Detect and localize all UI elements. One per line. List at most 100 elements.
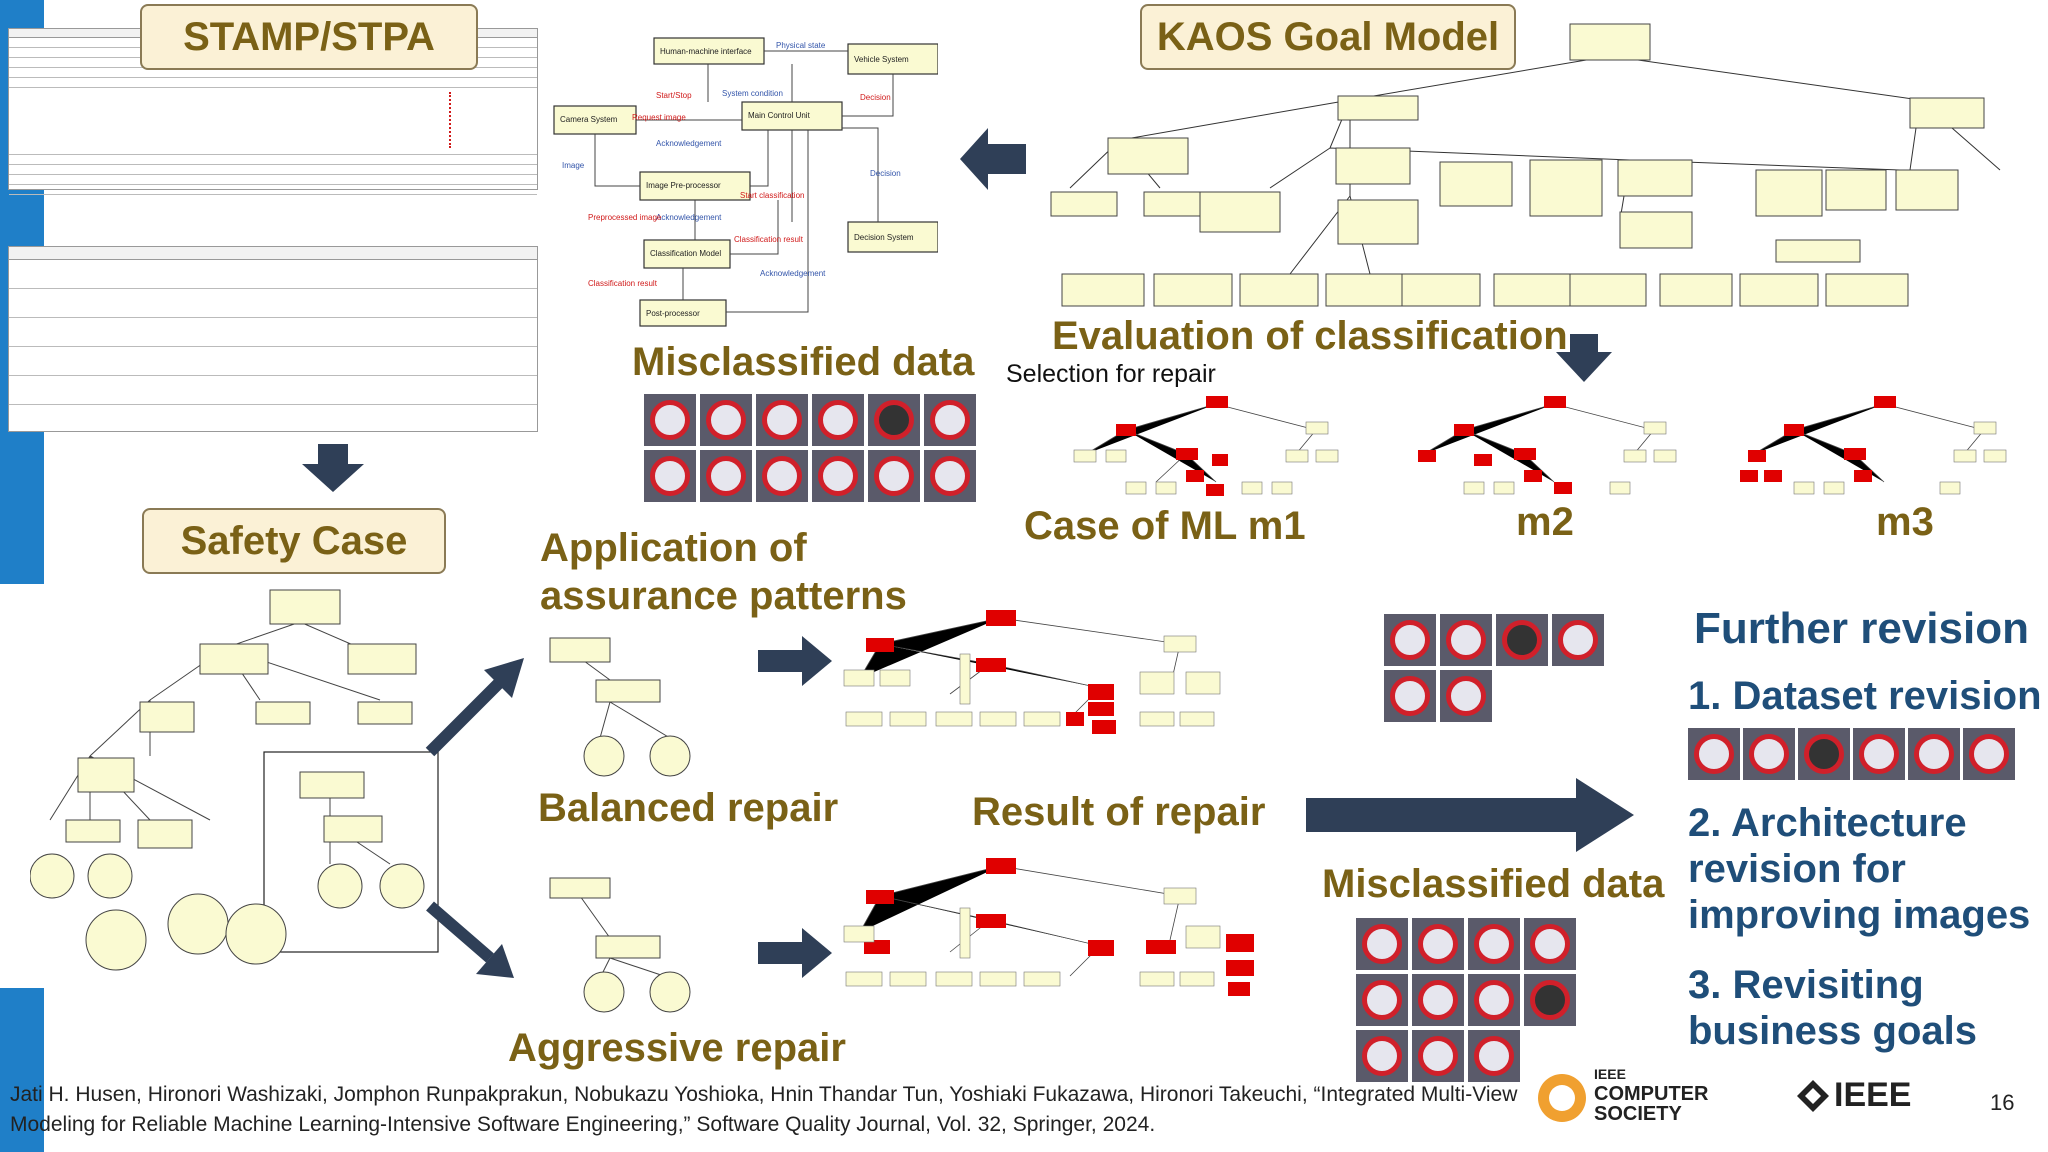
sign-image — [1468, 974, 1520, 1026]
misclassified-mid-images — [1384, 614, 1614, 722]
further-revision-title: Further revision — [1694, 604, 2029, 653]
svg-text:Human-machine interface: Human-machine interface — [660, 47, 752, 56]
computer-society-emblem-icon — [1538, 1074, 1586, 1122]
arrow-up-right-icon — [425, 658, 524, 757]
sign-image — [1552, 614, 1604, 666]
svg-text:Camera System: Camera System — [560, 115, 618, 124]
balanced-pattern-diagram — [549, 637, 691, 777]
sign-image — [1356, 1030, 1408, 1082]
arrow-down-right-icon — [426, 901, 514, 978]
sign-image — [1468, 918, 1520, 970]
sign-image — [1412, 918, 1464, 970]
further-item2: 2. Architecture revision for improving i… — [1688, 800, 2030, 938]
sign-image — [812, 394, 864, 446]
sign-image — [924, 450, 976, 502]
repair-tree-m1 — [1073, 396, 1339, 496]
sign-image — [812, 450, 864, 502]
ieee-logo: IEEE — [1796, 1076, 1911, 1115]
sign-image — [756, 450, 808, 502]
svg-text:Start classification: Start classification — [740, 191, 804, 200]
svg-text:Acknowledgement: Acknowledgement — [760, 269, 826, 278]
cs-ieee: IEEE — [1594, 1066, 1626, 1082]
sign-image — [1524, 918, 1576, 970]
sign-image — [1440, 614, 1492, 666]
kaos-title: KAOS Goal Model — [1156, 14, 1500, 59]
balanced-label: Balanced repair — [538, 786, 839, 830]
aggressive-result-tree — [843, 858, 1254, 996]
further-item3-line1: 3. Revisiting — [1688, 963, 1924, 1007]
stamp-stpa-title: STAMP/STPA — [183, 14, 435, 59]
sign-image — [644, 394, 696, 446]
sign-image — [1440, 670, 1492, 722]
svg-text:Vehicle System: Vehicle System — [854, 55, 909, 64]
further-item3: 3. Revisiting business goals — [1688, 962, 1977, 1054]
application-line1: Application of — [540, 526, 807, 570]
sign-image — [1356, 918, 1408, 970]
arrow-down-stpa-icon — [302, 444, 364, 492]
svg-text:Acknowledgement: Acknowledgement — [656, 139, 722, 148]
case-m1-label: Case of ML m1 — [1024, 504, 1306, 548]
sign-image — [1524, 974, 1576, 1026]
sign-image — [1412, 974, 1464, 1026]
ieee-text: IEEE — [1834, 1076, 1912, 1114]
sign-image — [1412, 1030, 1464, 1082]
svg-text:Classification result: Classification result — [734, 235, 804, 244]
svg-text:Decision System: Decision System — [854, 233, 914, 242]
arrow-down-evaluation-icon — [1556, 334, 1612, 382]
sign-image — [1963, 728, 2015, 780]
further-item2-line1: 2. Architecture — [1688, 801, 1967, 845]
further-item2-line3: improving images — [1688, 893, 2031, 937]
sign-image — [924, 394, 976, 446]
sign-image — [1908, 728, 1960, 780]
arrow-left-kaos-icon — [960, 128, 1026, 190]
arrow-right-big-icon — [1306, 778, 1634, 852]
evaluation-label: Evaluation of classification — [1052, 314, 1568, 358]
stpa-hazard-table — [8, 246, 538, 432]
application-line2: assurance patterns — [540, 574, 907, 618]
kaos-banner: KAOS Goal Model — [1140, 4, 1516, 70]
computer-society-text: IEEE COMPUTER SOCIETY — [1594, 1064, 1708, 1124]
svg-text:Classification result: Classification result — [588, 279, 658, 288]
misclassified-top-label: Misclassified data — [632, 340, 975, 384]
svg-text:Image Pre-processor: Image Pre-processor — [646, 181, 721, 190]
dataset-revision-images — [1688, 728, 2048, 780]
control-structure-diagram: Physical state System condition Acknowle… — [553, 37, 938, 327]
svg-text:Start/Stop: Start/Stop — [656, 91, 692, 100]
sign-image — [1496, 614, 1548, 666]
misclassified-bottom-images — [1356, 918, 1586, 1082]
sign-image — [1743, 728, 1795, 780]
further-item3-line2: business goals — [1688, 1009, 1977, 1053]
svg-text:Decision: Decision — [870, 169, 901, 178]
kaos-goal-tree — [1050, 23, 2001, 307]
safety-case-banner: Safety Case — [142, 508, 446, 574]
arrow-right-aggressive-icon — [758, 928, 832, 978]
svg-text:Classification Model: Classification Model — [650, 249, 721, 258]
aggressive-pattern-diagram — [549, 877, 691, 1013]
safety-case-diagram — [30, 589, 439, 971]
svg-text:Decision: Decision — [860, 93, 891, 102]
cs-society: SOCIETY — [1594, 1103, 1682, 1125]
svg-text:Request image: Request image — [632, 113, 686, 122]
result-label: Result of repair — [972, 790, 1266, 834]
sign-image — [868, 394, 920, 446]
svg-text:Post-processor: Post-processor — [646, 309, 700, 318]
sign-image — [700, 450, 752, 502]
citation-line2: Modeling for Reliable Machine Learning-I… — [10, 1113, 1156, 1136]
svg-text:Image: Image — [562, 161, 585, 170]
misclassified-top-images — [644, 394, 984, 502]
application-label: Application of assurance patterns — [540, 524, 907, 620]
sign-image — [1688, 728, 1740, 780]
sign-image — [1356, 974, 1408, 1026]
svg-text:System condition: System condition — [722, 89, 783, 98]
svg-text:Preprocessed image: Preprocessed image — [588, 213, 662, 222]
sign-image — [1468, 1030, 1520, 1082]
sign-image — [1384, 614, 1436, 666]
sign-image — [868, 450, 920, 502]
sign-image — [1798, 728, 1850, 780]
balanced-result-tree — [843, 610, 1221, 734]
citation: Jati H. Husen, Hironori Washizaki, Jomph… — [10, 1080, 1517, 1140]
further-item1: 1. Dataset revision — [1688, 674, 2042, 718]
page-number: 16 — [1990, 1090, 2015, 1115]
sign-image — [644, 450, 696, 502]
svg-text:Acknowledgement: Acknowledgement — [656, 213, 722, 222]
